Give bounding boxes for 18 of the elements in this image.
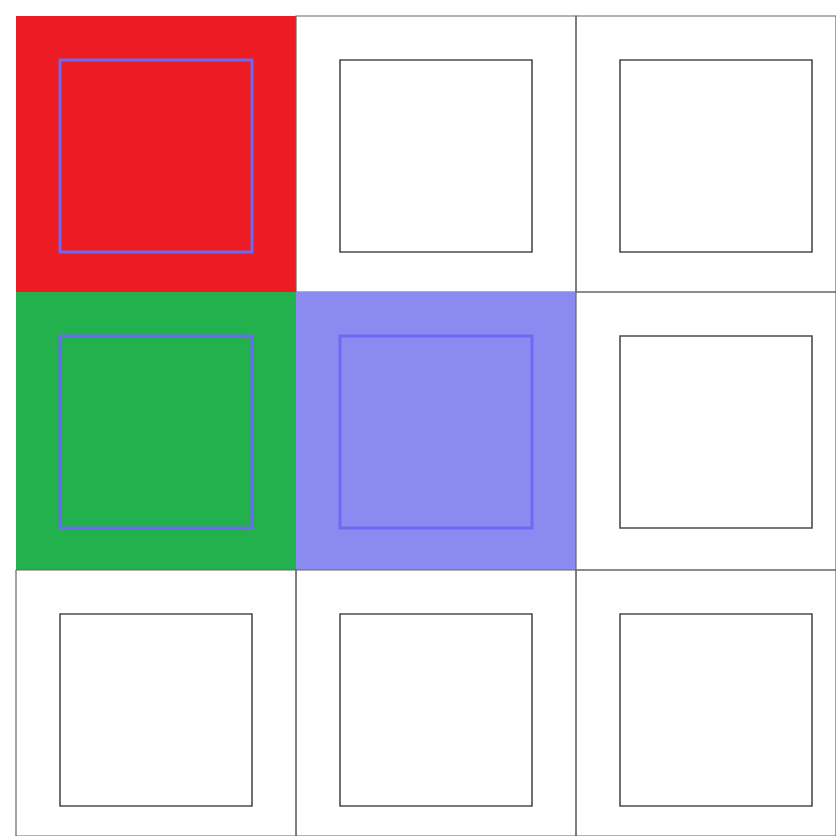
- grid-cell: [575, 15, 836, 293]
- inner-square: [338, 334, 534, 530]
- inner-square: [58, 58, 254, 254]
- grid-cell: [575, 569, 836, 836]
- inner-square: [619, 59, 813, 253]
- grid-cell: [16, 292, 296, 570]
- inner-square: [58, 334, 254, 530]
- grid-cell: [295, 569, 577, 836]
- inner-square: [619, 335, 813, 529]
- grid-cell: [15, 569, 297, 836]
- grid-cell: [575, 291, 836, 571]
- inner-square: [339, 59, 533, 253]
- grid-cell: [16, 16, 296, 292]
- grid-cell: [295, 15, 577, 293]
- inner-square: [339, 613, 533, 807]
- inner-square: [619, 613, 813, 807]
- grid-cell: [296, 292, 576, 570]
- inner-square: [59, 613, 253, 807]
